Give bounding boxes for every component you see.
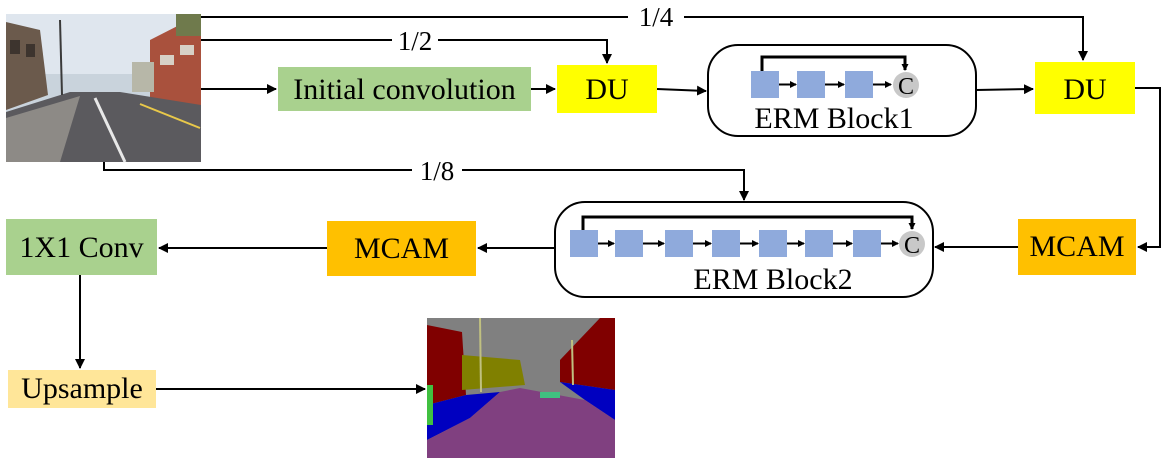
- skip-quarter-to-du2: [201, 16, 1088, 61]
- du-2-label: DU: [1063, 73, 1107, 106]
- erm1-concat-label: C: [898, 74, 914, 100]
- du-block-2: DU: [1035, 62, 1135, 114]
- erm2-unit: [712, 230, 740, 257]
- skip-half-to-du1: [201, 39, 612, 64]
- erm2-unit: [805, 230, 833, 257]
- erm-block-2-label: ERM Block2: [693, 263, 852, 296]
- erm2-concat-label: C: [904, 233, 920, 259]
- arrow-du1-to-erm1: [656, 85, 707, 96]
- arrow-erm1-to-du2: [975, 84, 1034, 95]
- mcam-block-left: MCAM: [327, 221, 476, 276]
- arrow-du2-to-mcam-right: [1135, 87, 1161, 252]
- upsample-label: Upsample: [21, 372, 143, 405]
- scale-eighth-label: 1/8: [420, 156, 455, 186]
- erm-block-1: C ERM Block1: [707, 44, 977, 137]
- erm1-unit: [845, 71, 873, 98]
- erm2-unit: [665, 230, 693, 257]
- mcam-right-label: MCAM: [1029, 230, 1124, 263]
- scale-half-label: 1/2: [398, 26, 433, 56]
- scale-quarter-label: 1/4: [639, 2, 674, 32]
- erm2-unit: [615, 230, 643, 257]
- mcam-left-label: MCAM: [354, 232, 449, 265]
- mcam-block-right: MCAM: [1018, 219, 1136, 275]
- output-segmentation-map: [427, 317, 615, 458]
- du-1-label: DU: [585, 73, 629, 106]
- initial-convolution-block: Initial convolution: [278, 67, 531, 111]
- erm2-unit: [853, 230, 881, 257]
- erm1-unit: [797, 71, 825, 98]
- erm2-unit: [759, 230, 787, 257]
- erm2-unit: [570, 230, 598, 257]
- initial-convolution-label: Initial convolution: [293, 73, 515, 106]
- du-block-1: DU: [557, 65, 657, 113]
- input-image: [6, 14, 201, 163]
- erm1-unit: [751, 71, 779, 98]
- erm-block-1-label: ERM Block1: [754, 102, 913, 135]
- conv-1x1-block: 1X1 Conv: [6, 219, 157, 275]
- conv-1x1-label: 1X1 Conv: [19, 231, 143, 264]
- erm1-concat-node: [893, 72, 919, 98]
- scale-labels: 1/2 1/4 1/8: [392, 2, 684, 186]
- upsample-block: Upsample: [8, 370, 156, 408]
- erm2-concat-node: [899, 231, 925, 257]
- erm-block-2: C ERM Block2: [554, 201, 934, 298]
